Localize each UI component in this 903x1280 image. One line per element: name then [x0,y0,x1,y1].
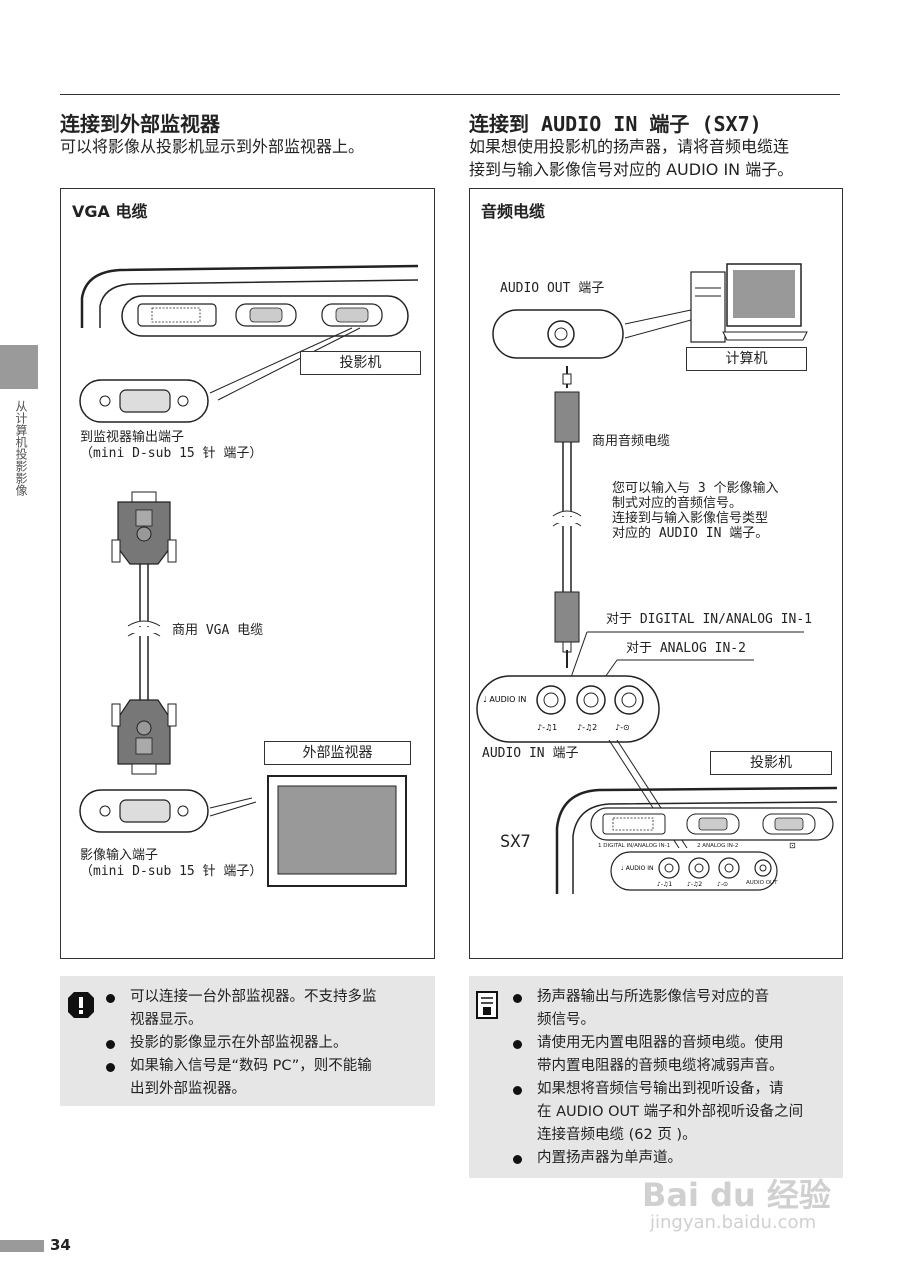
image-in-label: 影像输入端子 [80,848,159,863]
info-line-2: 制式对应的音频信号。 [612,496,743,511]
page-number: 34 [50,1236,71,1254]
svg-text:♪-♫2: ♪-♫2 [687,881,702,888]
left-note-item-cont: 视器显示。 [130,1012,203,1028]
left-note-item: 投影的影像显示在外部监视器上。 [100,1032,430,1055]
left-note-item-cont: 出到外部监视器。 [130,1081,246,1097]
right-note-item-cont: 在 AUDIO OUT 端子和外部视听设备之间 [537,1104,804,1120]
svg-text:⊡: ⊡ [789,841,796,850]
right-note-item: 请使用无内置电阻器的音频电缆。使用 [507,1032,839,1055]
port-label-1: 1 DIGITAL IN/ANALOG IN-1 [598,843,671,849]
svg-text:♩ AUDIO IN: ♩ AUDIO IN [621,865,654,872]
digital-in-label: 对于 DIGITAL IN/ANALOG IN-1 [606,612,813,627]
monitor-out-sublabel: （mini D-sub 15 针 端子） [80,446,263,461]
right-lead-2: 接到与输入影像信号对应的 AUDIO IN 端子。 [469,160,794,179]
analog-in2-label: 对于 ANALOG IN-2 [626,641,746,656]
memo-icon [476,991,498,1019]
vga-cable-label: 商用 VGA 电缆 [172,623,264,638]
top-rule [60,94,840,95]
audio-out-label: AUDIO OUT 端子 [500,281,605,296]
watermark-logo: Bai du 经验 [642,1176,831,1214]
chapter-tab [0,345,38,389]
left-lead: 可以将影像从投影机显示到外部监视器上。 [60,137,365,156]
computer-label: 计算机 [686,347,807,371]
audio-connection-diagram: ♩ AUDIO IN ♪-♫1 ♪-♫2 ♪-⊙ ⊡ ♩ AUDIO IN ♪-… [476,263,838,894]
projector-label-right: 投影机 [710,751,832,775]
caution-icon [68,992,94,1018]
right-note-item: 如果想将音频信号输出到视听设备，请 [507,1078,839,1101]
svg-text:♪-⊙: ♪-⊙ [717,881,728,888]
svg-text:♪-⊙: ♪-⊙ [615,723,630,732]
audio-panel-title: 音频电缆 [481,202,546,221]
right-lead-1: 如果想使用投影机的扬声器，请将音频电缆连 [469,137,790,156]
left-heading: 连接到外部监视器 [60,112,220,136]
model-label: SX7 [500,832,531,852]
left-note-box: 可以连接一台外部监视器。不支持多监 视器显示。 投影的影像显示在外部监视器上。 … [60,976,435,1106]
right-note-item: 内置扬声器为单声道。 [507,1147,839,1170]
svg-text:♪-♫1: ♪-♫1 [657,881,672,888]
chapter-tab-text: 从计算机投影影像 [14,400,28,496]
right-note-item-cont: 连接音频电缆 (62 页 )。 [537,1127,697,1143]
audio-cable-panel [469,188,843,959]
info-line-3: 连接到与输入影像信号类型 [612,511,769,526]
vga-cable-panel [60,188,435,959]
info-line-4: 对应的 AUDIO IN 端子。 [612,526,769,541]
vga-panel-title: VGA 电缆 [72,202,148,221]
port-label-2: 2 ANALOG IN-2 [697,843,739,849]
left-note-item: 如果输入信号是“数码 PC”，则不能输 [100,1055,430,1078]
svg-text:♪-♫1: ♪-♫1 [537,723,557,732]
audio-in-terminal-label: AUDIO IN 端子 [482,746,579,761]
info-line-1: 您可以输入与 3 个影像输入 [612,481,779,496]
vga-connection-diagram [79,264,419,887]
external-monitor-label: 外部监视器 [264,741,411,765]
right-note-item: 扬声器输出与所选影像信号对应的音 [507,986,839,1009]
monitor-out-label: 到监视器输出端子 [80,430,185,445]
right-heading: 连接到 AUDIO IN 端子 (SX7) [469,112,762,136]
projector-label: 投影机 [300,351,421,375]
left-note-item: 可以连接一台外部监视器。不支持多监 [100,986,430,1009]
watermark-url: jingyan.baidu.com [650,1212,817,1233]
svg-text:♩ AUDIO IN: ♩ AUDIO IN [483,695,526,704]
audio-cable-label: 商用音频电缆 [592,434,671,449]
right-note-item-cont: 频信号。 [537,1012,595,1028]
right-note-box: 扬声器输出与所选影像信号对应的音 频信号。 请使用无内置电阻器的音频电缆。使用 … [469,976,843,1178]
page-number-bar [0,1240,44,1252]
audio-out-small: AUDIO OUT [746,880,778,886]
image-in-sublabel: （mini D-sub 15 针 端子） [80,864,263,879]
svg-text:♪-♫2: ♪-♫2 [577,723,597,732]
right-note-item-cont: 带内置电阻器的音频电缆将减弱声音。 [537,1058,784,1074]
